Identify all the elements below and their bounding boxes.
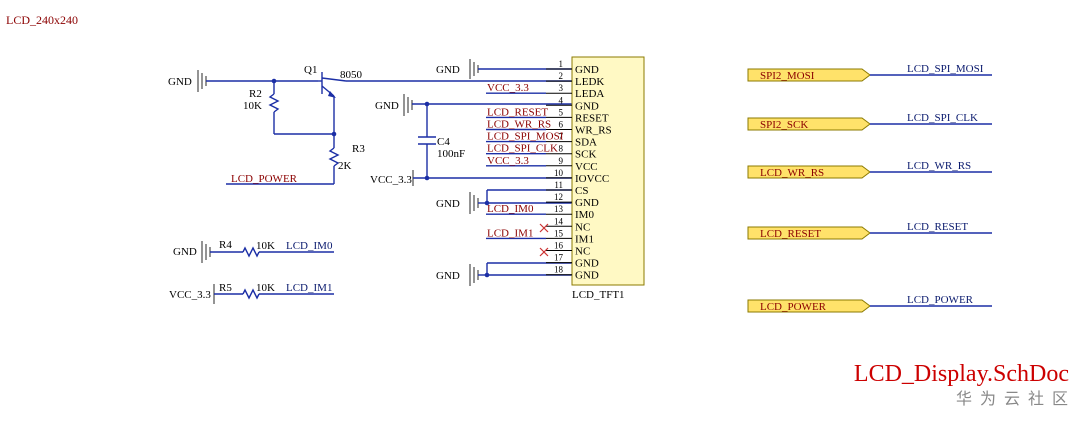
pin-number-10: 10 — [554, 168, 564, 178]
transistor-q1 — [318, 72, 347, 148]
gnd-label-pin1: GND — [436, 64, 460, 76]
port-name-1: SPI2_SCK — [760, 119, 808, 131]
port-shape-3 — [747, 226, 871, 240]
pin-name-13: IM0 — [575, 209, 594, 221]
gnd-symbol-pin4 — [403, 94, 413, 116]
r5-ref: R5 — [219, 282, 232, 294]
port-shape-1 — [747, 117, 871, 131]
pin-name-16: NC — [575, 246, 590, 258]
pin-name-3: LEDA — [575, 88, 604, 100]
pin-number-3: 3 — [559, 83, 564, 93]
port-name-3: LCD_RESET — [760, 228, 821, 240]
pin-number-14: 14 — [554, 216, 564, 226]
page-label: LCD_240x240 — [6, 13, 78, 27]
port-net-label-1: LCD_SPI_CLK — [907, 112, 978, 124]
pin-net-label-9: VCC_3.3 — [487, 155, 529, 167]
connector-ref: LCD_TFT1 — [572, 289, 625, 301]
pin-number-4: 4 — [559, 95, 564, 105]
pin-number-5: 5 — [559, 107, 564, 117]
port-name-4: LCD_POWER — [760, 301, 827, 313]
pin-number-18: 18 — [554, 265, 564, 275]
connector-lcd-tft1 — [571, 56, 645, 286]
pin-number-2: 2 — [559, 71, 564, 81]
port-net-label-2: LCD_WR_RS — [907, 160, 971, 172]
pin-net-label-8: LCD_SPI_CLK — [487, 143, 558, 155]
r4-value: 10K — [256, 240, 275, 252]
pin-net-label-7: LCD_SPI_MOSI — [487, 131, 564, 143]
pin-name-7: SDA — [575, 137, 597, 149]
port-shape-4 — [747, 299, 871, 313]
gnd-symbol-q1 — [197, 70, 207, 92]
pin-number-6: 6 — [559, 120, 564, 130]
q1-part: 8050 — [340, 69, 363, 81]
q1-ref: Q1 — [304, 64, 317, 76]
r3-ref: R3 — [352, 143, 365, 155]
r2-ref: R2 — [249, 88, 262, 100]
gnd-label-pin12: GND — [436, 198, 460, 210]
gnd-label-pin4: GND — [375, 100, 399, 112]
gnd-label-q1: GND — [168, 76, 192, 88]
document-title: LCD_Display.SchDoc — [854, 361, 1069, 387]
r4-ref: R4 — [219, 239, 232, 251]
port-name-2: LCD_WR_RS — [760, 167, 824, 179]
gnd-symbol-pin12 — [469, 192, 479, 214]
gnd-symbol-r4 — [201, 241, 211, 263]
pin-number-8: 8 — [559, 144, 564, 154]
pin-number-11: 11 — [554, 180, 563, 190]
pin-name-4: GND — [575, 100, 599, 112]
pin-number-16: 16 — [554, 241, 564, 251]
pin-name-9: VCC — [575, 161, 598, 173]
port-shape-0 — [747, 68, 871, 82]
port-shape-2 — [747, 165, 871, 179]
port-net-label-0: LCD_SPI_MOSI — [907, 63, 984, 75]
pin-name-6: WR_RS — [575, 125, 612, 137]
c4-ref: C4 — [437, 136, 450, 148]
pin-net-label-13: LCD_IM0 — [487, 203, 534, 215]
pin-number-7: 7 — [559, 132, 564, 142]
pin-number-15: 15 — [554, 228, 564, 238]
pin-net-label-6: LCD_WR_RS — [487, 119, 551, 131]
r5-value: 10K — [256, 282, 275, 294]
pin-name-14: NC — [575, 221, 590, 233]
pin-name-17: GND — [575, 258, 599, 270]
pin-name-18: GND — [575, 270, 599, 282]
pin-number-1: 1 — [559, 59, 564, 69]
pin-name-15: IM1 — [575, 233, 594, 245]
gnd-symbol-pin1 — [469, 59, 479, 79]
port-net-label-3: LCD_RESET — [907, 221, 968, 233]
pin-number-9: 9 — [559, 156, 564, 166]
pin-number-13: 13 — [554, 204, 564, 214]
pin-number-12: 12 — [554, 192, 563, 202]
pin-name-12: GND — [575, 197, 599, 209]
vcc-label-pin10: VCC_3.3 — [370, 174, 412, 186]
gnd-label-r4: GND — [173, 246, 197, 258]
watermark-text: 华 为 云 社 区 — [956, 390, 1070, 408]
pin-name-10: IOVCC — [575, 173, 609, 185]
pin-name-11: CS — [575, 185, 588, 197]
port-name-0: SPI2_MOSI — [760, 70, 815, 82]
r3-value: 2K — [338, 160, 352, 172]
pin-name-1: GND — [575, 64, 599, 76]
port-net-label-4: LCD_POWER — [907, 294, 974, 306]
pin-name-8: SCK — [575, 149, 596, 161]
pin-net-label-15: LCD_IM1 — [487, 227, 533, 239]
net-lcd-im1-r5: LCD_IM1 — [286, 282, 332, 294]
pin-number-17: 17 — [554, 253, 564, 263]
gnd-symbol-pin18 — [469, 264, 479, 286]
c4-value: 100nF — [437, 148, 465, 160]
net-lcd-power: LCD_POWER — [231, 173, 298, 185]
gnd-label-pin18: GND — [436, 270, 460, 282]
pin-name-5: RESET — [575, 112, 609, 124]
pin-net-label-5: LCD_RESET — [487, 106, 548, 118]
r2-value: 10K — [243, 100, 262, 112]
net-lcd-im0-r4: LCD_IM0 — [286, 240, 333, 252]
vcc-label-r5: VCC_3.3 — [169, 289, 211, 301]
pin-net-label-3: VCC_3.3 — [487, 82, 529, 94]
pin-name-2: LEDK — [575, 76, 604, 88]
